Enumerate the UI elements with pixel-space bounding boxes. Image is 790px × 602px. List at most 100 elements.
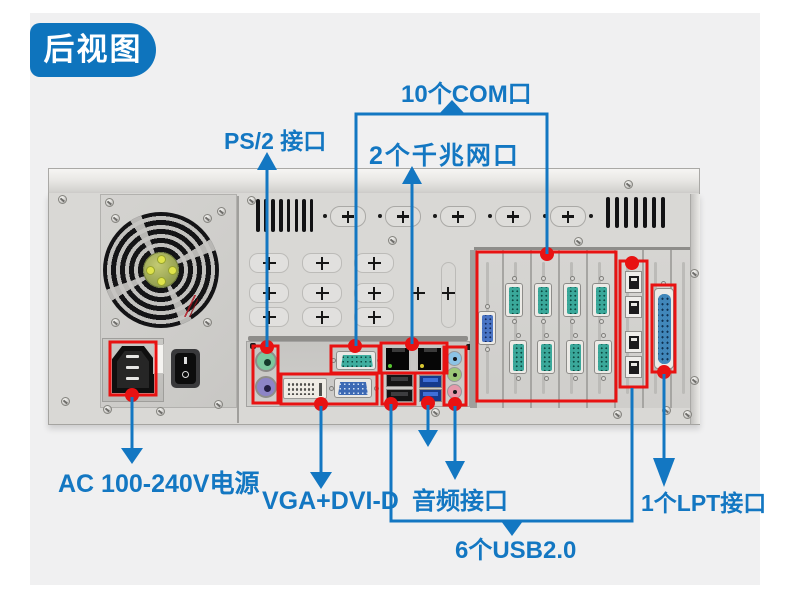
fan-hub-dot [146, 266, 155, 275]
callout-label-lpt: 1个LPT接口 [641, 490, 767, 516]
panel-hole [589, 214, 593, 218]
psu-fan-wires [184, 295, 198, 317]
db9-screw [600, 376, 606, 381]
inlet-prong-slot [126, 355, 139, 358]
line-out-jack [447, 367, 462, 382]
slot-separator [558, 250, 560, 408]
screw [61, 397, 70, 406]
vent-slot [606, 197, 610, 228]
lpt-parallel-port [654, 288, 674, 369]
chassis-right-edge [690, 194, 700, 424]
db9-screw [540, 319, 546, 324]
db9-screw [543, 376, 549, 381]
vent-slot [642, 197, 647, 228]
cross-screw-mark [320, 286, 324, 300]
vent-slot [279, 199, 283, 232]
panel-hole [488, 214, 492, 218]
fan-hub-dot [157, 255, 166, 264]
cross-screw-mark [267, 286, 271, 300]
callout-label-usb: 6个USB2.0 [455, 537, 577, 564]
usb2-port [386, 389, 413, 402]
bracket-vent [598, 262, 601, 394]
vga-screw-post [374, 386, 379, 391]
db9-serial-port [563, 283, 581, 317]
screw [156, 407, 165, 416]
db9-screw [484, 304, 490, 309]
switch-off-mark [182, 371, 189, 378]
vent-slot [294, 199, 298, 232]
inlet-prong-slot [126, 366, 139, 369]
callout-label-ps2: PS/2 接口 [224, 128, 327, 154]
db9-serial-port [478, 311, 496, 345]
psu-label-sticker [153, 344, 164, 374]
db9-screw [515, 333, 521, 338]
vent-slot [309, 199, 314, 232]
panel-hole [323, 214, 327, 218]
slot-separator [614, 250, 616, 408]
inlet-prong-slot [126, 377, 139, 380]
db9-serial-port [534, 283, 552, 317]
screw [613, 410, 622, 419]
slot-area-groove [474, 247, 696, 251]
db9-screw [598, 276, 604, 281]
screw [103, 405, 112, 414]
vent-slot [286, 199, 291, 232]
screw [574, 237, 583, 246]
db9-serial-port [537, 340, 555, 374]
usb-card-port [625, 331, 642, 353]
screw [214, 400, 223, 409]
bracket-vent [570, 262, 573, 394]
screw [690, 269, 699, 278]
power-rocker-switch [175, 353, 196, 384]
screw [203, 318, 212, 327]
slot-separator [642, 250, 644, 408]
screw [431, 408, 440, 417]
db9-serial-port [592, 283, 610, 317]
dvi-port [283, 378, 327, 399]
callout-label-audio: 音频接口 [412, 488, 508, 515]
db9-screw [572, 376, 578, 381]
vent-slot [661, 197, 666, 228]
db9-screw [600, 333, 606, 338]
screw [58, 195, 67, 204]
panel-hole [543, 214, 547, 218]
callout-label-com: 10个COM口 [401, 81, 532, 108]
cross-screw-mark [320, 310, 324, 324]
cross-screw-mark [566, 210, 570, 223]
com-screw-post [331, 358, 336, 363]
cross-screw-mark [346, 210, 350, 223]
ethernet-port [416, 346, 443, 372]
screw [111, 318, 120, 327]
screw [624, 180, 633, 189]
usb2-port [386, 374, 413, 387]
screw [247, 196, 256, 205]
slot-separator [586, 250, 588, 408]
shield-bolt [250, 343, 256, 349]
vent-slot [271, 199, 275, 232]
ethernet-port [384, 346, 411, 372]
cross-screw-mark [401, 210, 405, 223]
shield-bolt [466, 344, 472, 350]
cross-screw-mark [372, 256, 376, 270]
usb-card-port [625, 356, 642, 378]
vent-slot [615, 197, 620, 228]
screw [683, 410, 692, 419]
lpt-screw [661, 281, 666, 286]
panel-divider [237, 196, 239, 423]
callout-label-vga-dvi: VGA+DVI-D [262, 487, 399, 515]
cross-screw-mark [511, 210, 515, 223]
bracket-vent [514, 262, 517, 394]
db9-serial-port [594, 340, 612, 374]
cross-screw-mark [267, 310, 271, 324]
usb3-port [419, 375, 442, 388]
lpt-screw [661, 371, 666, 376]
cross-screw-mark [372, 310, 376, 324]
usb-card-port [625, 271, 642, 293]
panel-hole [378, 214, 382, 218]
callout-label-lan: 2个千兆网口 [369, 142, 520, 170]
ps2-mouse-port [255, 376, 277, 398]
slot-separator [502, 250, 504, 408]
vent-slot [256, 199, 260, 232]
db9-screw [511, 319, 517, 324]
